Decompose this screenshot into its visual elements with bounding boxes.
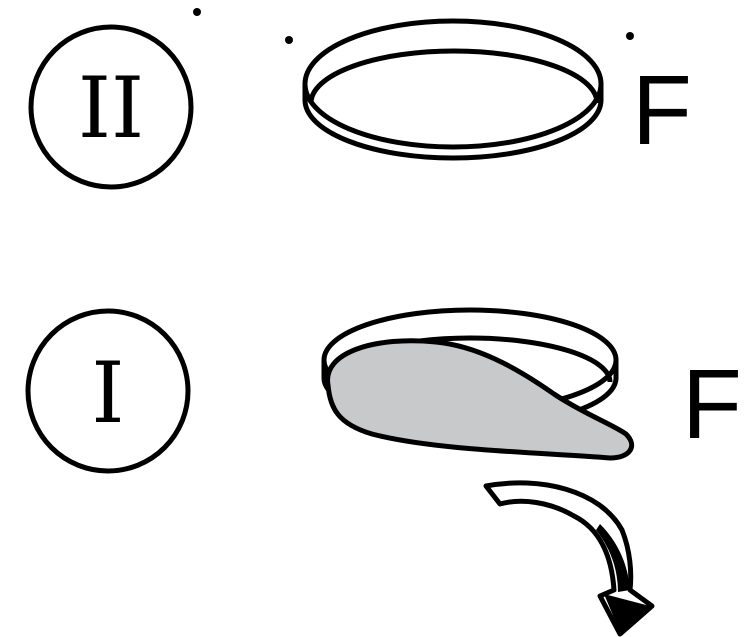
lid-peel-icon	[324, 310, 632, 458]
dot	[285, 36, 293, 44]
step-i: I F	[28, 310, 742, 634]
step-i-label: F	[682, 349, 742, 459]
dot	[193, 8, 201, 16]
step-i-numeral: I	[91, 344, 124, 442]
step-ii-label: F	[632, 55, 692, 165]
dot	[626, 32, 634, 40]
curved-arrow-down-icon	[486, 483, 652, 634]
step-ii-numeral: II	[78, 59, 144, 157]
lid-closed-icon	[305, 21, 601, 158]
step-ii: II F	[31, 8, 692, 187]
